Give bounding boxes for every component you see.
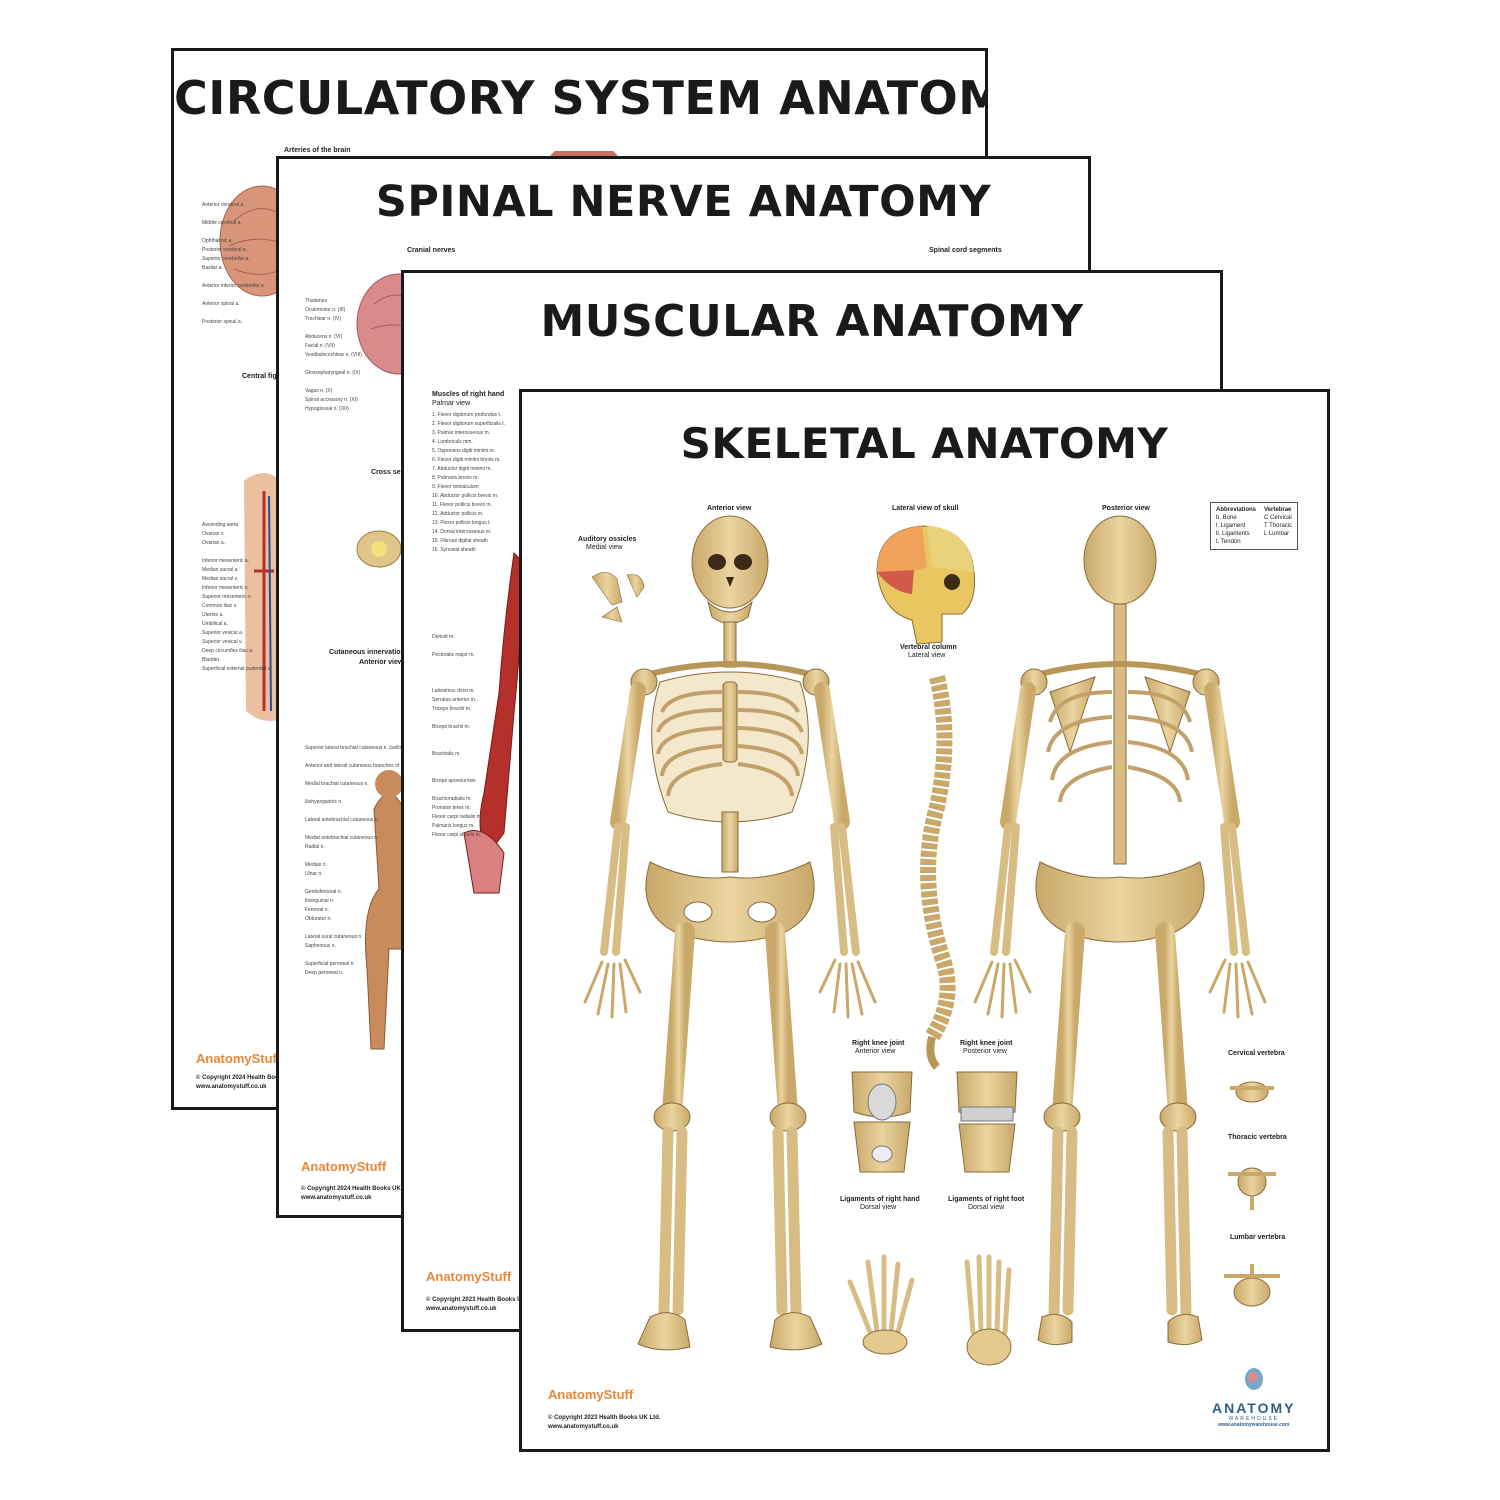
abbr-item: l. Ligament [1216,523,1246,529]
label-list: Deltoid m. Pectoralis major m. Latissimu… [432,634,483,838]
website: www.anatomystuff.co.uk [196,1084,267,1090]
section-subtitle: Palmar view [432,400,471,407]
copyright: © Copyright 2024 Health Books UK Ltd. [301,1186,414,1192]
label-list: 1. Flexor digitorum profundus t.2. Flexo… [432,412,506,553]
abbr-head: Abbreviations [1216,507,1257,513]
knee-posterior [956,1071,1018,1173]
abbr-item: L Lumbar [1264,531,1290,537]
section-title-posterior: Posterior view [1102,505,1150,512]
section-title-lateral-skull: Lateral view of skull [892,505,959,512]
website: www.anatomystuff.co.uk [426,1306,497,1312]
section-subtitle-knee-post: Posterior view [963,1048,1007,1055]
copyright: © Copyright 2024 Health Books UK Ltd. [196,1075,309,1081]
section-title-foot-lig: Ligaments of right foot [948,1196,1025,1203]
poster-title: MUSCULAR ANATOMY [540,296,1084,347]
abbr-item: b. Bone [1216,515,1237,521]
copyright: © Copyright 2023 Health Books UK Ltd. [548,1415,661,1421]
section-title-lumbar: Lumbar vertebra [1230,1234,1286,1241]
section-subtitle-vertebral: Lateral view [908,652,946,659]
lumbar-vertebra [1224,1264,1280,1307]
section-title: Cross section [371,469,418,476]
label-list: Superior lateral brachial cutaneous n. (… [305,745,429,976]
section-title-auditory: Auditory ossicles [578,536,637,543]
vertebral-column [920,675,956,1070]
brand-logo: AnatomyStuff [426,1269,512,1284]
poster-title: CIRCULATORY SYSTEM ANATOMY [174,71,988,125]
section-title: Muscles of right hand [432,391,505,398]
hand-ligaments [847,1254,915,1355]
partner-name: ANATOMY [1212,1400,1296,1416]
partner-sub: WAREHOUSE [1228,1416,1280,1422]
abbr-item: ll. Ligaments [1216,531,1250,537]
website: www.anatomystuff.co.uk [301,1195,372,1201]
section-title-knee-ant: Right knee joint [852,1040,905,1047]
section-title: Cranial nerves [407,247,456,254]
section-subtitle-auditory: Medial view [586,544,623,551]
copyright: © Copyright 2023 Health Books UK Ltd. [426,1297,539,1303]
section-subtitle-hand-lig: Dorsal view [860,1204,897,1211]
section-title: Arteries of the brain [284,147,351,154]
lateral-skull [876,525,975,645]
section-title: Anterior view [359,659,404,666]
section-title-anterior: Anterior view [707,505,752,512]
section-title: Central figure [242,373,288,380]
knee-anterior [851,1071,913,1173]
section-title-vertebral: Vertebral column [900,644,957,651]
abbreviations-box: Abbreviations b. Bone l. Ligament ll. Li… [1210,502,1299,550]
section-title-hand-lig: Ligaments of right hand [840,1196,920,1203]
section-title: Spinal cord segments [929,247,1002,254]
thoracic-vertebra [1228,1167,1276,1210]
poster-title: SKELETAL ANATOMY [680,419,1169,468]
abbr-item: T Thoracic [1264,523,1293,529]
section-subtitle-knee-ant: Anterior view [855,1048,896,1055]
section-subtitle-foot-lig: Dorsal view [968,1204,1005,1211]
abbr-item: t. Tendon [1216,539,1241,545]
foot-ligaments [964,1254,1012,1366]
section-title-knee-post: Right knee joint [960,1040,1013,1047]
poster-skeletal: SKELETAL ANATOMY Anterior view Lateral v… [519,389,1330,1452]
anatomy-warehouse-logo: ANATOMY WAREHOUSE www.anatomywarehouse.c… [1212,1367,1295,1428]
skeletal-illustration [583,515,1280,1366]
brand-logo: AnatomyStuff [196,1051,282,1066]
poster-title: SPINAL NERVE ANATOMY [375,177,992,227]
abbr-item: C Cervical [1264,515,1292,521]
section-title: Cutaneous innervation & peripheral nerve… [329,649,472,656]
cervical-vertebra [1230,1081,1274,1103]
section-title-thoracic: Thoracic vertebra [1228,1134,1287,1141]
brand-logo: AnatomyStuff [548,1387,634,1402]
auditory-ossicles [591,572,645,623]
head-icon [1244,1368,1263,1390]
partner-url: www.anatomywarehouse.com [1218,1422,1290,1428]
brand-logo: AnatomyStuff [301,1159,387,1174]
abbr-head: Vertebrae [1264,507,1292,513]
muscular-illustration [463,551,525,894]
label-list: Anterior cerebral a. Middle cerebral a. … [202,202,266,325]
posterior-skeleton [973,515,1267,1346]
section-title-cervical: Cervical vertebra [1228,1050,1285,1057]
anterior-skeleton [583,515,877,1351]
website: www.anatomystuff.co.uk [548,1424,619,1430]
